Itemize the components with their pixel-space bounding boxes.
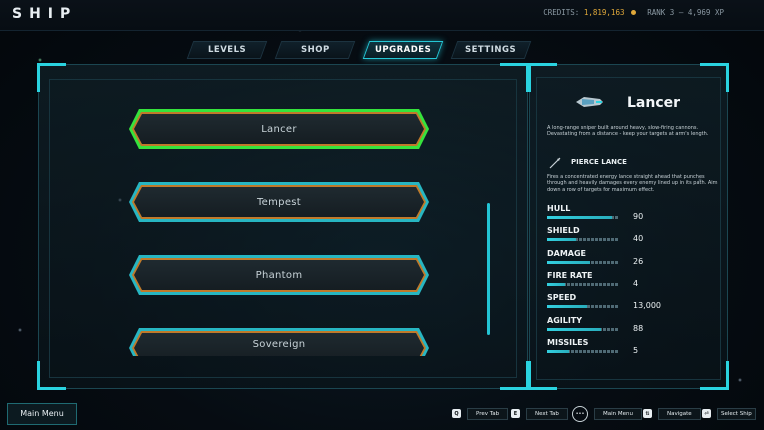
rank-display: RANK 3 — 4,969 XP <box>647 8 724 17</box>
hint-label: Next Tab <box>526 407 568 420</box>
ship-button-lancer[interactable]: Lancer <box>129 109 429 149</box>
button-fill <box>134 333 424 356</box>
lance-icon <box>549 157 561 169</box>
button-fill <box>134 114 424 144</box>
ability-name: PIERCE LANCE <box>571 158 627 166</box>
stat-bar-fill <box>547 283 565 286</box>
ship-button-sovereign[interactable]: Sovereign <box>129 328 429 356</box>
ship-icon <box>576 97 603 107</box>
stat-bar-fill <box>547 216 612 219</box>
stat-name: DAMAGE <box>547 249 587 258</box>
ship-button-label: Tempest <box>256 196 302 208</box>
frame-corner <box>500 63 529 92</box>
credits-display: CREDITS: 1,819,163 <box>543 8 636 17</box>
hint-main-menu[interactable]: ••• Main Menu <box>572 405 642 422</box>
stat-agility: AGILITY 88 <box>547 316 717 336</box>
hint-prev-tab[interactable]: Q Prev Tab <box>452 406 509 421</box>
stat-value: 4 <box>633 279 639 288</box>
enter-key-icon: ⏎ <box>702 409 711 418</box>
ship-list-frame <box>49 79 517 378</box>
ship-list-panel: Lancer Tempest Phantom Sovereign <box>37 63 529 390</box>
stat-damage: DAMAGE 26 <box>547 249 717 269</box>
stat-value: 26 <box>633 257 644 266</box>
button-fill <box>134 187 424 217</box>
stat-bar-fill <box>547 238 576 241</box>
ship-description: A long-range sniper built around heavy, … <box>547 125 709 138</box>
ship-button-label: Sovereign <box>252 338 306 350</box>
credits-value: 1,819,163 <box>583 8 625 17</box>
stat-value: 40 <box>633 234 644 243</box>
credits-label: CREDITS: <box>543 8 580 17</box>
key-e-icon: E <box>511 409 520 418</box>
details-frame <box>536 77 721 380</box>
stat-value: 5 <box>633 346 639 355</box>
stat-name: FIRE RATE <box>547 271 593 280</box>
stat-missiles: MISSILES 5 <box>547 338 717 358</box>
stat-name: SPEED <box>547 293 577 302</box>
stat-bar <box>547 261 619 264</box>
game-logo: SHIP <box>12 6 78 22</box>
ability-description: Fires a concentrated energy lance straig… <box>547 174 718 193</box>
frame-corner <box>700 361 729 390</box>
main-menu-button[interactable]: Main Menu <box>7 403 77 425</box>
top-bar: SHIP CREDITS: 1,819,163 RANK 3 — 4,969 X… <box>0 0 764 31</box>
hint-label: Prev Tab <box>467 407 509 420</box>
stat-bar <box>547 328 619 331</box>
frame-corner <box>528 361 557 390</box>
ship-button-phantom[interactable]: Phantom <box>129 255 429 295</box>
bottom-bar: Main Menu Q Prev Tab E Next Tab ••• Main… <box>0 398 764 430</box>
stat-hull: HULL 90 <box>547 204 717 224</box>
stat-name: SHIELD <box>547 226 580 235</box>
tab-label: UPGRADES <box>374 45 432 55</box>
ship-details-panel: Lancer A long-range sniper built around … <box>528 63 729 390</box>
tab-label: SHOP <box>300 45 330 55</box>
stat-bar-fill <box>547 305 587 308</box>
stat-speed: SPEED 13,000 <box>547 293 717 313</box>
stat-bar <box>547 283 619 286</box>
stat-bar <box>547 350 619 353</box>
stat-bar <box>547 305 619 308</box>
main-tabs: LEVELS SHOP UPGRADES SETTINGS <box>186 41 532 59</box>
hint-label: Main Menu <box>594 407 642 420</box>
stat-bar-fill <box>547 350 569 353</box>
stat-shield: SHIELD 40 <box>547 226 717 246</box>
stat-name: MISSILES <box>547 338 589 347</box>
menu-dots-icon: ••• <box>572 405 588 422</box>
tab-upgrades[interactable]: UPGRADES <box>362 41 444 59</box>
stat-value: 90 <box>633 212 644 221</box>
frame-corner <box>500 361 529 390</box>
stat-fire-rate: FIRE RATE 4 <box>547 271 717 291</box>
hint-navigate[interactable]: ⇅ Navigate <box>643 406 701 421</box>
ship-button-label: Phantom <box>255 269 303 281</box>
stat-bar <box>547 238 619 241</box>
stat-name: AGILITY <box>547 316 583 325</box>
hint-label: Navigate <box>658 407 701 420</box>
stat-bar-fill <box>547 328 601 331</box>
hint-next-tab[interactable]: E Next Tab <box>511 406 568 421</box>
ship-button-label: Lancer <box>261 123 297 135</box>
tab-settings[interactable]: SETTINGS <box>450 41 532 59</box>
stat-value: 88 <box>633 324 644 333</box>
tab-label: LEVELS <box>207 45 247 55</box>
frame-corner <box>37 63 66 92</box>
hint-select-ship[interactable]: ⏎ Select Ship <box>702 406 756 421</box>
stat-bar-fill <box>547 261 591 264</box>
key-q-icon: Q <box>452 409 461 418</box>
selected-ship-name: Lancer <box>627 95 681 111</box>
tab-levels[interactable]: LEVELS <box>186 41 268 59</box>
ship-list-scrollbar[interactable] <box>487 203 490 335</box>
tab-shop[interactable]: SHOP <box>274 41 356 59</box>
tab-label: SETTINGS <box>465 45 517 55</box>
ship-button-tempest[interactable]: Tempest <box>129 182 429 222</box>
button-fill <box>134 260 424 290</box>
frame-corner <box>37 361 66 390</box>
frame-corner <box>528 63 557 92</box>
stat-value: 13,000 <box>633 301 661 310</box>
stat-bar <box>547 216 619 219</box>
coin-icon <box>631 10 636 15</box>
frame-corner <box>700 63 729 92</box>
navigate-arrows-icon: ⇅ <box>643 409 652 418</box>
stat-name: HULL <box>547 204 571 213</box>
hint-label: Select Ship <box>717 407 756 420</box>
